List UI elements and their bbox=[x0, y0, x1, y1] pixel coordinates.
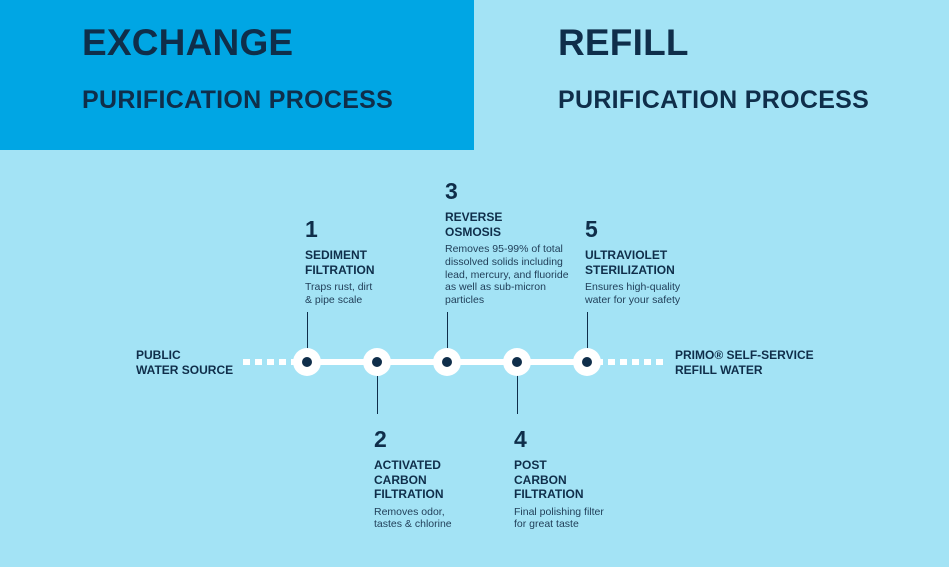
step-3-number: 3 bbox=[445, 178, 458, 204]
step-4-description: Final polishing filter for great taste bbox=[514, 505, 604, 531]
step-1-label: SEDIMENT FILTRATION bbox=[305, 248, 375, 277]
refill-tab[interactable]: REFILL PURIFICATION PROCESS bbox=[474, 0, 949, 150]
step-1-node[interactable] bbox=[293, 348, 321, 376]
step-4-connector bbox=[516, 372, 518, 414]
step-2-connector bbox=[376, 372, 378, 414]
refill-water-label: PRIMO® SELF-SERVICE REFILL WATER bbox=[675, 348, 814, 377]
step-5-node[interactable] bbox=[573, 348, 601, 376]
step-3: 3 REVERSE OSMOSIS Removes 95-99% of tota… bbox=[445, 178, 605, 307]
exchange-subtitle: PURIFICATION PROCESS bbox=[82, 86, 394, 114]
step-5-connector bbox=[586, 312, 588, 352]
step-2-label: ACTIVATED CARBON FILTRATION bbox=[374, 458, 444, 501]
step-1-dot bbox=[302, 357, 312, 367]
step-1-description: Traps rust, dirt & pipe scale bbox=[305, 281, 373, 306]
step-2: 2 ACTIVATED CARBON FILTRATION Removes od… bbox=[374, 426, 534, 531]
step-1-number: 1 bbox=[305, 216, 318, 242]
exchange-title: EXCHANGE bbox=[82, 22, 294, 63]
step-2-node[interactable] bbox=[363, 348, 391, 376]
step-1: 1 SEDIMENT FILTRATION Traps rust, dirt &… bbox=[305, 216, 465, 307]
step-5-description: Ensures high-quality water for your safe… bbox=[585, 281, 681, 306]
step-4-dot bbox=[512, 357, 522, 367]
source-dashed-line bbox=[243, 359, 303, 365]
step-3-node[interactable] bbox=[433, 348, 461, 376]
output-dashed-line bbox=[596, 359, 664, 365]
step-2-description: Removes odor, tastes & chlorine bbox=[374, 505, 452, 531]
step-1-connector bbox=[306, 312, 308, 352]
step-5-label: ULTRAVIOLET STERILIZATION bbox=[585, 248, 675, 277]
step-3-connector bbox=[446, 312, 448, 352]
step-5-dot bbox=[582, 357, 592, 367]
step-3-dot bbox=[442, 357, 452, 367]
refill-subtitle: PURIFICATION PROCESS bbox=[558, 86, 870, 114]
step-4-number: 4 bbox=[514, 426, 527, 452]
step-5: 5 ULTRAVIOLET STERILIZATION Ensures high… bbox=[585, 216, 745, 307]
exchange-tab[interactable]: EXCHANGE PURIFICATION PROCESS bbox=[0, 0, 474, 150]
step-4-node[interactable] bbox=[503, 348, 531, 376]
step-5-number: 5 bbox=[585, 216, 598, 242]
step-3-description: Removes 95-99% of total dissolved solids… bbox=[445, 243, 569, 307]
step-2-number: 2 bbox=[374, 426, 387, 452]
water-source-label: PUBLIC WATER SOURCE bbox=[136, 348, 234, 377]
step-4: 4 POST CARBON FILTRATION Final polishing… bbox=[514, 426, 674, 531]
step-4-label: POST CARBON FILTRATION bbox=[514, 458, 584, 501]
step-2-dot bbox=[372, 357, 382, 367]
step-3-label: REVERSE OSMOSIS bbox=[445, 210, 503, 239]
refill-title: REFILL bbox=[558, 22, 689, 63]
